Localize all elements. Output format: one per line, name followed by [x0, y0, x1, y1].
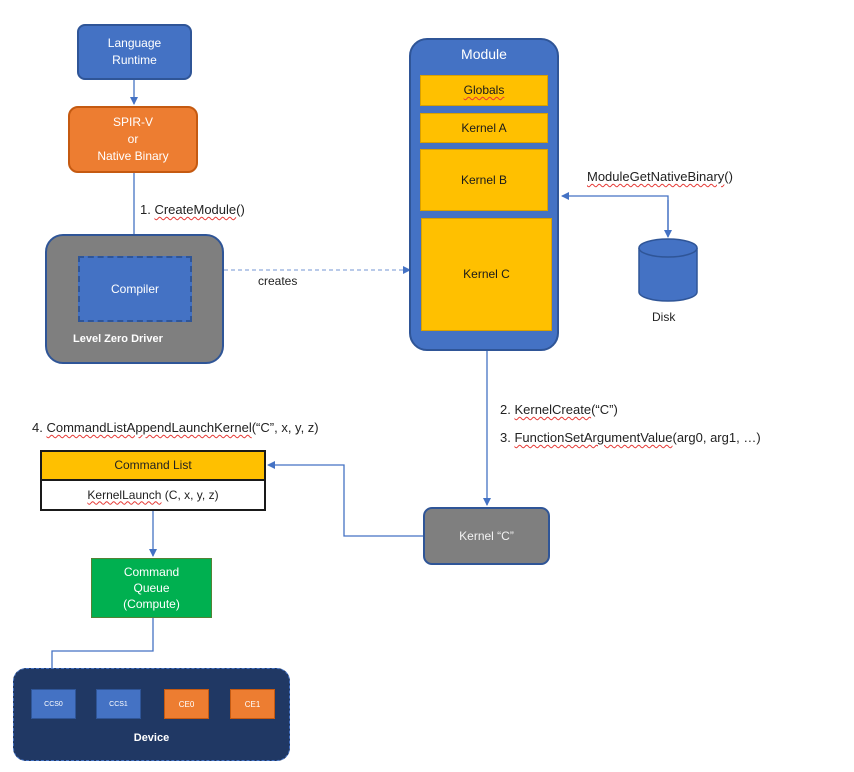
kernel-launch-function: KernelLaunch [87, 487, 162, 502]
spirv-label: SPIR-V [112, 115, 153, 129]
device-node: CCS0 CCS1 CE0 CE1 Device [13, 668, 290, 761]
globals-label: Globals [463, 83, 505, 97]
native-binary-label: Native Binary [97, 149, 169, 163]
engine-ce0: CE0 [164, 689, 209, 719]
kernel-b-section: Kernel B [420, 149, 548, 211]
step3-number: 3. [500, 430, 515, 445]
device-label: Device [133, 732, 170, 744]
language-runtime-node: Language Runtime [77, 24, 192, 80]
command-list-node: Command List KernelLaunch (C, x, y, z) [40, 450, 266, 511]
kernel-launch-entry: KernelLaunch (C, x, y, z) [42, 481, 264, 509]
get-native-binary-args: () [724, 169, 733, 184]
step4-args: (“C”, x, y, z) [251, 420, 319, 435]
module-title: Module [461, 46, 507, 62]
language-runtime-label: Language Runtime [107, 36, 162, 67]
step4-label: 4. CommandListAppendLaunchKernel(“C”, x,… [32, 420, 319, 435]
step4-function: CommandListAppendLaunchKernel [46, 420, 252, 435]
disk-label: Disk [652, 310, 676, 324]
command-queue-label-1: Command [123, 565, 180, 579]
engine-ccs1: CCS1 [96, 689, 141, 719]
step1-number: 1. [140, 202, 155, 217]
step3-function: FunctionSetArgumentValue [514, 430, 673, 445]
step4-number: 4. [32, 420, 47, 435]
edge-disk-to-module [561, 192, 669, 236]
step3-label: 3. FunctionSetArgumentValue(arg0, arg1, … [500, 430, 761, 445]
command-queue-label-3: (Compute) [123, 597, 180, 611]
globals-section: Globals [420, 75, 548, 106]
command-queue-node: Command Queue (Compute) [91, 558, 212, 618]
command-list-label: Command List [114, 458, 192, 472]
creates-label: creates [258, 274, 298, 288]
kernel-b-label: Kernel B [460, 172, 508, 187]
driver-label: Level Zero Driver [73, 333, 163, 345]
engine-ce1: CE1 [230, 689, 275, 719]
command-list-header: Command List [42, 452, 264, 481]
compiler-node: Compiler [78, 256, 192, 322]
kernel-a-section: Kernel A [420, 113, 548, 143]
compiler-label: Compiler [110, 281, 159, 296]
kernel-c-label: Kernel C [463, 267, 510, 281]
spirv-or-label: or [127, 132, 139, 146]
kernel-launch-args: (C, x, y, z) [161, 487, 219, 502]
spirv-node: SPIR-V or Native Binary [68, 106, 198, 173]
module-node: Module Globals Kernel A Kernel B Kernel … [409, 38, 559, 351]
get-native-binary-label: ModuleGetNativeBinary() [587, 169, 733, 184]
engine-ccs0-label: CCS0 [44, 700, 63, 708]
step2-function: KernelCreate [514, 402, 592, 417]
step2-label: 2. KernelCreate(“C”) [500, 402, 618, 417]
step2-args: (“C”) [591, 402, 618, 417]
step1-args: () [236, 202, 245, 217]
disk-icon [638, 238, 698, 302]
level-zero-driver-node: Compiler Level Zero Driver [45, 234, 224, 364]
engine-ccs0: CCS0 [31, 689, 76, 719]
engine-ce0-label: CE0 [178, 699, 195, 709]
get-native-binary-function: ModuleGetNativeBinary [587, 169, 725, 184]
engine-ce1-label: CE1 [244, 699, 261, 709]
engine-ccs1-label: CCS1 [109, 700, 128, 708]
kernel-c-instance-label: Kernel “C” [459, 528, 514, 543]
kernel-c-instance-node: Kernel “C” [423, 507, 550, 565]
step1-label: 1. CreateModule() [140, 202, 245, 217]
step3-args: (arg0, arg1, …) [672, 430, 761, 445]
kernel-a-label: Kernel A [461, 120, 507, 135]
kernel-c-section: Kernel C [421, 218, 552, 331]
edge-kernel-to-cmdlist [267, 461, 423, 537]
step1-function: CreateModule [154, 202, 237, 217]
step2-number: 2. [500, 402, 515, 417]
command-queue-label-2: Queue [133, 581, 170, 595]
